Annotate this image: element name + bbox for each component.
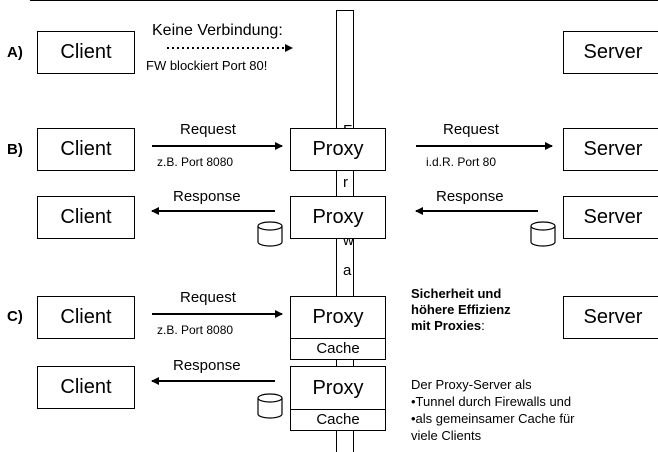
cache-label: Cache bbox=[291, 338, 385, 359]
row-a-title: Keine Verbindung: bbox=[152, 22, 283, 39]
firewall-letter-r: r bbox=[343, 174, 348, 191]
client-box-b: Client bbox=[37, 128, 135, 171]
proxy-label: Proxy bbox=[312, 206, 364, 228]
server-label: Server bbox=[583, 206, 643, 228]
response-label-b-left: Response bbox=[173, 188, 241, 205]
client-label: Client bbox=[60, 376, 112, 398]
request-label-b-right: Request bbox=[443, 121, 499, 138]
side-text: Der Proxy-Server als •Tunnel durch Firew… bbox=[411, 376, 575, 444]
database-icon bbox=[530, 221, 556, 247]
proxy-cache-box-c-response: Proxy Cache bbox=[290, 366, 386, 431]
cache-label: Cache bbox=[291, 409, 385, 430]
client-label: Client bbox=[60, 138, 112, 160]
request-label-b-left: Request bbox=[180, 121, 236, 138]
side-title-line2: höhere Effizienz bbox=[411, 302, 511, 317]
client-label: Client bbox=[60, 41, 112, 63]
firewall-letter-w: w bbox=[343, 232, 354, 249]
server-box-a: Server bbox=[563, 31, 658, 74]
side-text-line2: •Tunnel durch Firewalls und bbox=[411, 394, 572, 409]
firewall-letter-a: a bbox=[343, 262, 352, 279]
side-title-line3: mit Proxies bbox=[411, 318, 482, 333]
proxy-box-b: Proxy bbox=[290, 128, 386, 171]
client-box-c: Client bbox=[37, 296, 135, 339]
proxy-label: Proxy bbox=[312, 376, 364, 399]
client-box-c-response: Client bbox=[37, 366, 135, 409]
proxy-box-b-response: Proxy bbox=[290, 196, 386, 239]
port-label-b-right: i.d.R. Port 80 bbox=[426, 155, 497, 169]
row-a-subtitle: FW blockiert Port 80! bbox=[146, 58, 268, 73]
client-box-b-response: Client bbox=[37, 196, 135, 239]
side-title: Sicherheit und höhere Effizienz mit Prox… bbox=[411, 286, 511, 334]
client-label: Client bbox=[60, 206, 112, 228]
side-text-line1: Der Proxy-Server als bbox=[411, 377, 532, 392]
client-box-a: Client bbox=[37, 31, 135, 74]
port-label-b-left: z.B. Port 8080 bbox=[157, 155, 234, 169]
row-label-c: C) bbox=[7, 308, 23, 325]
proxy-cache-box-c: Proxy Cache bbox=[290, 296, 386, 360]
side-title-colon: : bbox=[481, 318, 485, 333]
server-label: Server bbox=[583, 306, 643, 328]
response-label-c: Response bbox=[173, 357, 241, 374]
side-text-line3: •als gemeinsamer Cache für bbox=[411, 411, 575, 426]
server-label: Server bbox=[583, 41, 643, 63]
database-icon bbox=[257, 393, 283, 419]
top-divider bbox=[30, 0, 658, 1]
database-icon bbox=[257, 221, 283, 247]
side-text-line4: viele Clients bbox=[411, 428, 482, 443]
server-label: Server bbox=[583, 138, 643, 160]
server-box-c: Server bbox=[563, 296, 658, 339]
server-box-b-response: Server bbox=[563, 196, 658, 239]
port-label-c: z.B. Port 8080 bbox=[157, 323, 234, 337]
side-title-line1: Sicherheit und bbox=[411, 286, 502, 301]
proxy-label: Proxy bbox=[312, 306, 364, 328]
proxy-label: Proxy bbox=[312, 138, 364, 160]
request-label-c: Request bbox=[180, 289, 236, 306]
server-box-b: Server bbox=[563, 128, 658, 171]
row-label-a: A) bbox=[7, 44, 23, 61]
row-label-b: B) bbox=[7, 141, 23, 158]
response-label-b-right: Response bbox=[436, 188, 504, 205]
client-label: Client bbox=[60, 306, 112, 328]
